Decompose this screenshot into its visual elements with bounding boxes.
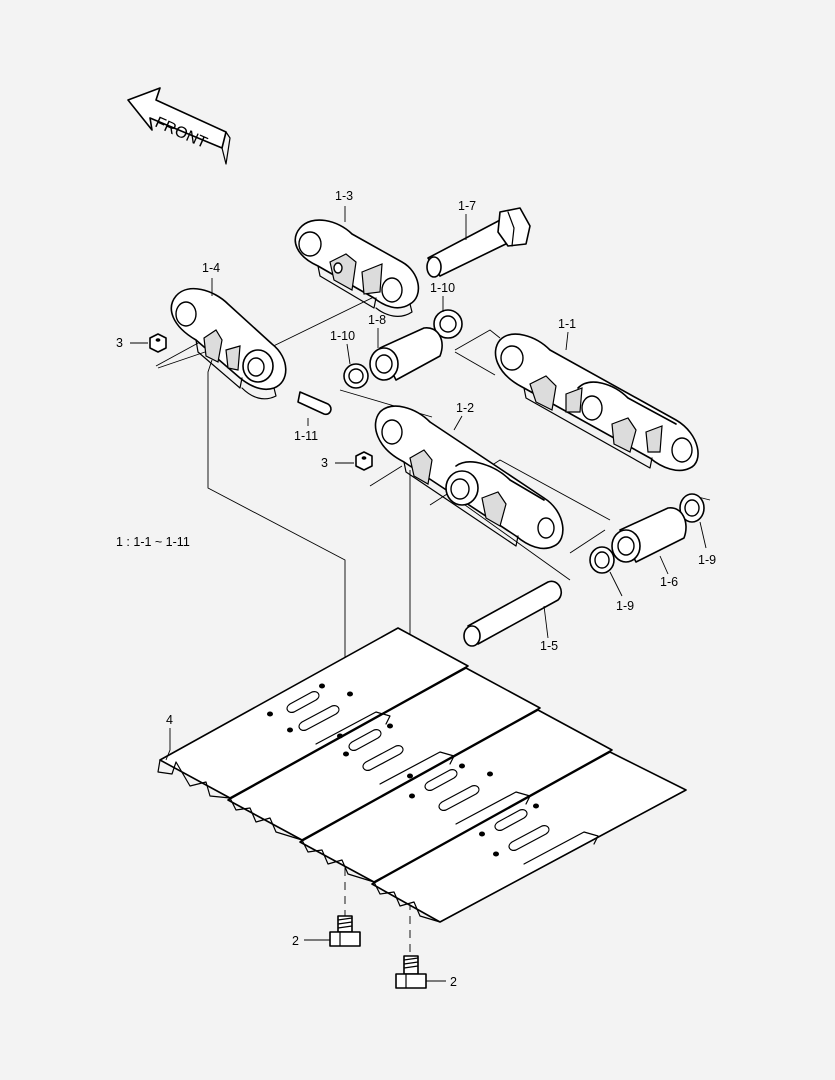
callout-leaders [130, 206, 707, 982]
link-1-1 [494, 333, 699, 472]
callout-1-7: 1-7 [458, 199, 476, 213]
callout-1-9-left: 1-9 [616, 599, 634, 613]
callout-1-2: 1-2 [456, 401, 474, 415]
seal-1-9-right [679, 493, 705, 523]
callout-1-10-lower: 1-10 [330, 329, 355, 343]
track-shoe-4 [157, 627, 687, 923]
callout-1-3: 1-3 [335, 189, 353, 203]
master-pin-1-7 [426, 207, 531, 278]
callout-4: 4 [166, 713, 173, 727]
callout-1-11: 1-11 [294, 429, 318, 443]
link-1-2 [374, 405, 564, 550]
callout-1-8: 1-8 [368, 313, 386, 327]
cotter-pin-1-11 [297, 391, 332, 416]
link-1-3 [294, 219, 420, 317]
bolt-2-left [329, 915, 361, 947]
callout-1-9-right: 1-9 [698, 553, 716, 567]
bushing-1-8 [369, 327, 443, 381]
callout-3-lower: 3 [321, 456, 328, 470]
bolt-2-right [395, 955, 427, 989]
seal-1-10-upper [433, 309, 463, 339]
callout-1-6: 1-6 [660, 575, 678, 589]
callout-1-5: 1-5 [540, 639, 558, 653]
callout-2-right: 2 [450, 975, 457, 989]
callout-1-1: 1-1 [558, 317, 576, 331]
assembly-note: 1 : 1-1 ~ 1-11 [116, 535, 190, 549]
pin-1-5 [463, 580, 563, 647]
nut-3-upper [149, 333, 167, 353]
front-arrow-icon: FRONT [127, 87, 231, 165]
callout-1-10-upper: 1-10 [430, 281, 455, 295]
seal-1-10-lower [343, 363, 369, 389]
callout-2-left: 2 [292, 934, 299, 948]
bushing-1-6 [611, 507, 687, 563]
link-1-4 [170, 287, 287, 400]
assembly-lines [155, 294, 711, 975]
callout-3-upper: 3 [116, 336, 123, 350]
nut-3-lower [355, 451, 373, 471]
callout-1-4: 1-4 [202, 261, 220, 275]
seal-1-9-left [589, 546, 615, 574]
